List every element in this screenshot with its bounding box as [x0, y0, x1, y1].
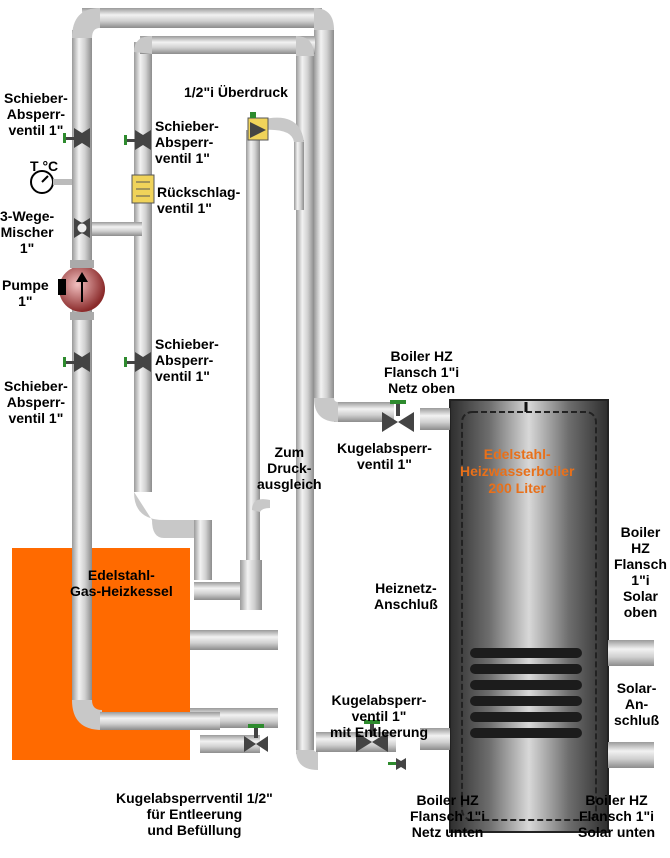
solar-heat-exchanger-coil	[470, 648, 582, 738]
bottom-pipe	[72, 700, 396, 770]
schieber-mid-top-valve[interactable]	[124, 130, 151, 150]
flansch-netz-oben	[420, 408, 450, 430]
schieber-left-top-valve[interactable]	[63, 128, 90, 148]
ueberdruck-valve[interactable]	[247, 112, 269, 141]
label-boiler-netz-unten: Boiler HZ Flansch 1"i Netz unten	[410, 792, 486, 840]
druckausgleich-pipe	[240, 117, 304, 610]
label-solar-anschluss: Solar- An- schluß	[614, 680, 660, 728]
label-heiznetz: Heiznetz- Anschluß	[374, 580, 438, 612]
flansch-solar-unten	[608, 742, 654, 768]
inner-pipe-loop	[134, 36, 315, 754]
label-kessel: Edelstahl- Gas-Heizkessel	[70, 567, 173, 599]
label-ueberdruck: 1/2"i Überdruck	[184, 84, 288, 100]
label-schieber-left-bottom: Schieber- Absperr- ventil 1"	[4, 378, 68, 426]
thermometer-icon	[30, 170, 72, 194]
kugel-fuell-valve[interactable]	[244, 724, 268, 752]
label-rueckschlag: Rückschlag- ventil 1"	[157, 184, 241, 216]
kugel-unten-valve[interactable]	[356, 720, 388, 752]
label-solar-oben: Boiler HZ Flansch 1"i Solar oben	[614, 524, 667, 620]
label-boiler-name: Edelstahl- Heizwasserboiler 200 Liter	[460, 446, 575, 496]
label-schieber-left-top: Schieber- Absperr- ventil 1"	[4, 90, 68, 138]
kessel-return-pipe	[190, 630, 278, 650]
label-boiler-netz-oben: Boiler HZ Flansch 1"i Netz oben	[384, 348, 460, 396]
pump-icon[interactable]	[58, 260, 105, 320]
heizwasserboiler-tank	[449, 399, 609, 833]
mischer-3-wege-valve[interactable]	[74, 218, 142, 238]
label-kugel-fuell: Kugelabsperrventil 1/2" für Entleerung u…	[116, 790, 273, 838]
label-kugel-oben: Kugelabsperr- ventil 1"	[337, 440, 432, 472]
label-schieber-mid-bottom: Schieber- Absperr- ventil 1"	[155, 336, 219, 384]
label-druckausgleich: Zum Druck- ausgleich	[257, 444, 322, 492]
label-pumpe: Pumpe 1"	[2, 277, 49, 309]
rueckschlag-valve[interactable]	[131, 174, 155, 204]
label-temperature: T °C	[30, 158, 59, 174]
entleerung-valve[interactable]	[388, 758, 406, 770]
schieber-left-bottom-valve[interactable]	[63, 352, 90, 372]
label-kugel-unten: Kugelabsperr- ventil 1" mit Entleerung	[330, 692, 429, 740]
label-mischer: 3-Wege- Mischer 1"	[0, 208, 55, 256]
flansch-netz-unten	[420, 728, 450, 750]
schieber-mid-bottom-valve[interactable]	[124, 352, 151, 372]
label-solar-unten: Boiler HZ Flansch 1"i Solar unten	[578, 792, 656, 840]
label-schieber-mid-top: Schieber- Absperr- ventil 1"	[155, 118, 219, 166]
kugel-oben-valve[interactable]	[382, 400, 414, 432]
flansch-solar-oben	[608, 640, 654, 666]
